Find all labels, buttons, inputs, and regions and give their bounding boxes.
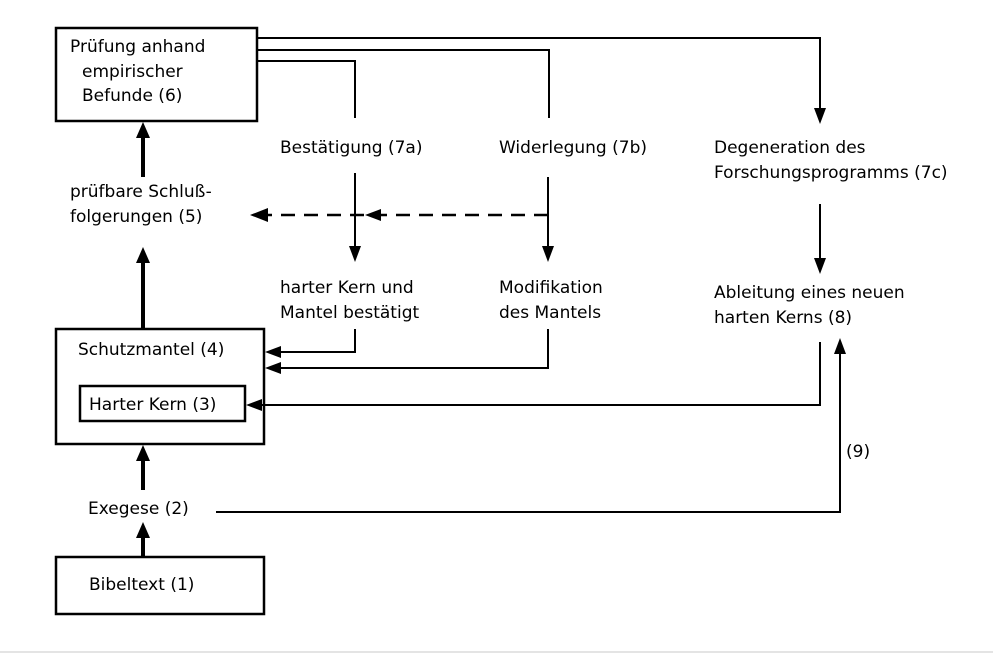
arrow-bestaetigung-to-kern-bestaetigt	[349, 173, 361, 262]
arrow-modifikation-to-schutzmantel	[265, 329, 549, 374]
ableitung-line-1: Ableitung eines neuen	[714, 283, 905, 303]
arrow-ableitung-to-harter-kern	[246, 342, 821, 411]
kern-bestaetigt-line-1: harter Kern und	[280, 278, 414, 298]
pruefung-line-2: empirischer	[82, 62, 183, 82]
arrow-exegese-to-schutzmantel	[136, 445, 150, 490]
harter-kern-box	[78, 384, 247, 423]
arrow-degeneration-to-ableitung	[814, 204, 826, 274]
arrow-bibeltext-to-exegese	[136, 522, 150, 557]
bibeltext-label: Bibeltext (1)	[89, 575, 194, 595]
arrow-pruefung-to-degeneration	[257, 37, 826, 124]
dashed-arrow-to-schlussfolgerungen	[250, 208, 548, 222]
label-9: (9)	[846, 442, 870, 462]
kern-bestaetigt-line-2: Mantel bestätigt	[280, 303, 419, 323]
arrow-schutzmantel-to-schlussfolgerungen	[136, 247, 150, 329]
line-pruefung-to-bestaetigung	[257, 60, 356, 118]
schutzmantel-box	[54, 327, 266, 446]
schlussfolgerungen-line-2: folgerungen (5)	[70, 207, 202, 227]
line-pruefung-to-widerlegung	[257, 49, 550, 118]
arrow-kern-bestaetigt-to-schutzmantel	[265, 329, 356, 358]
harter-kern-label: Harter Kern (3)	[89, 395, 216, 415]
bestaetigung-label: Bestätigung (7a)	[280, 138, 422, 158]
degeneration-line-2: Forschungsprogramms (7c)	[714, 163, 948, 183]
degeneration-line-1: Degeneration des	[714, 138, 866, 158]
pruefung-line-1: Prüfung anhand	[70, 37, 205, 57]
widerlegung-label: Widerlegung (7b)	[499, 138, 647, 158]
modifikation-line-1: Modifikation	[499, 278, 603, 298]
pruefung-line-3: Befunde (6)	[82, 86, 182, 106]
schutzmantel-label: Schutzmantel (4)	[78, 340, 224, 360]
modifikation-line-2: des Mantels	[499, 303, 601, 323]
arrow-widerlegung-to-modifikation	[542, 177, 554, 262]
arrow-exegese-to-ableitung	[216, 338, 846, 513]
pruefung-box	[54, 26, 259, 123]
arrow-schlussfolgerungen-to-pruefung	[136, 122, 150, 177]
schlussfolgerungen-line-1: prüfbare Schluß-	[70, 182, 212, 202]
exegese-label: Exegese (2)	[88, 499, 189, 519]
bibeltext-box	[54, 555, 266, 616]
ableitung-line-2: harten Kerns (8)	[714, 308, 852, 328]
